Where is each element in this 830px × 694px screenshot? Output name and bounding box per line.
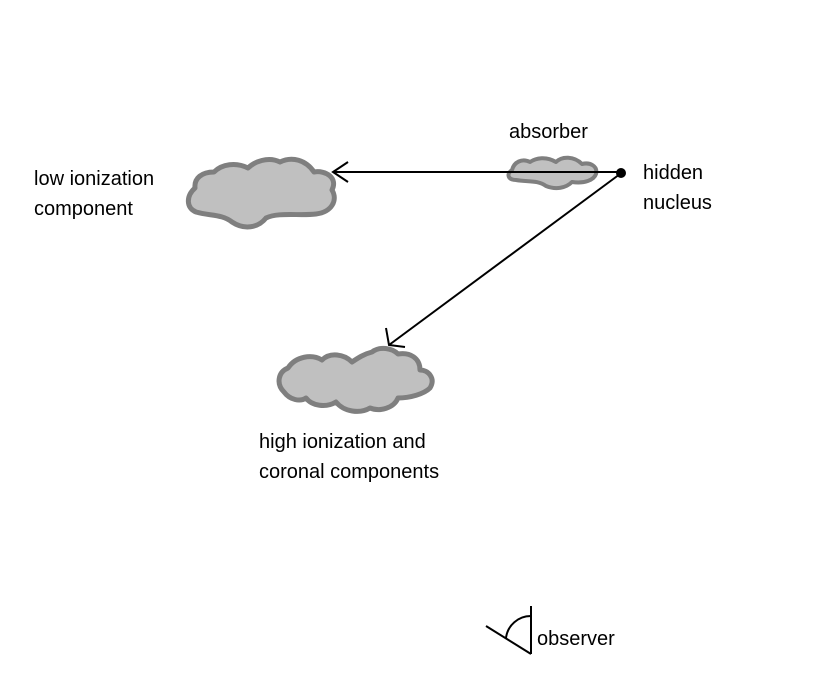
hidden-nucleus-label-line1: hidden xyxy=(643,162,704,184)
hidden-nucleus-dot xyxy=(616,168,626,178)
arrowhead-high-ionization xyxy=(385,327,406,348)
low-ionization-cloud xyxy=(185,156,337,230)
high-ionization-label-line2: coronal components xyxy=(259,461,440,483)
high-ionization-cloud xyxy=(276,345,435,414)
low-ionization-label: low ionization component xyxy=(34,164,154,224)
absorber-label: absorber xyxy=(509,121,588,143)
eye-icon xyxy=(485,606,532,655)
observer-label: observer xyxy=(537,628,615,650)
hidden-nucleus-label-line2: nucleus xyxy=(643,192,712,214)
low-ionization-label-line1: low ionization xyxy=(34,168,155,190)
low-ionization-label-line2: component xyxy=(34,198,133,220)
hidden-nucleus-label: hidden nucleus xyxy=(643,158,712,218)
high-ionization-label-line1: high ionization and xyxy=(259,431,426,453)
arrowhead-low-ionization xyxy=(331,161,349,183)
high-ionization-label: high ionization and coronal components xyxy=(259,427,439,487)
arrow-to-high-ionization xyxy=(388,173,621,346)
